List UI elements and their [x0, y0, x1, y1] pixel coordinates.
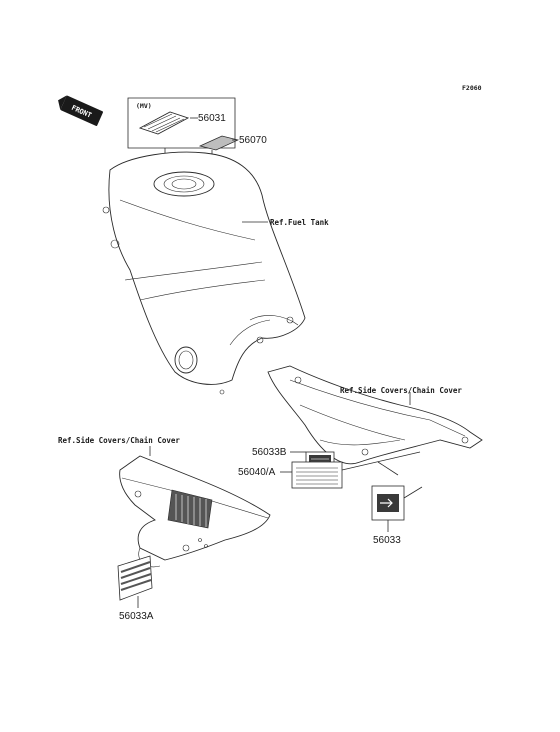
front-direction-badge: FRONT: [58, 95, 104, 126]
part-56033a: 56033A: [119, 611, 154, 622]
part-56031: 56031: [198, 113, 226, 124]
decal-56033: [371, 485, 405, 521]
part-56070: 56070: [239, 135, 267, 146]
fuel-tank-drawing: [102, 151, 306, 395]
decal-56040a: [291, 461, 343, 489]
figure-code: F2060: [462, 84, 482, 92]
part-56033b: 56033B: [252, 447, 287, 458]
left-chain-cover-drawing: [119, 455, 271, 568]
decal-56031: [138, 111, 190, 135]
part-56033: 56033: [373, 535, 401, 546]
ref-side-covers-right: Ref.Side Covers/Chain Cover: [340, 386, 462, 395]
part-56040a: 56040/A: [238, 467, 276, 478]
mv-callout-box: (MV): [127, 97, 236, 149]
ref-fuel-tank: Ref.Fuel Tank: [270, 218, 329, 227]
ref-side-covers-left: Ref.Side Covers/Chain Cover: [58, 436, 180, 445]
right-side-cover-drawing: [267, 365, 483, 465]
mv-label: (MV): [136, 102, 152, 110]
decal-56033a: [117, 555, 153, 601]
